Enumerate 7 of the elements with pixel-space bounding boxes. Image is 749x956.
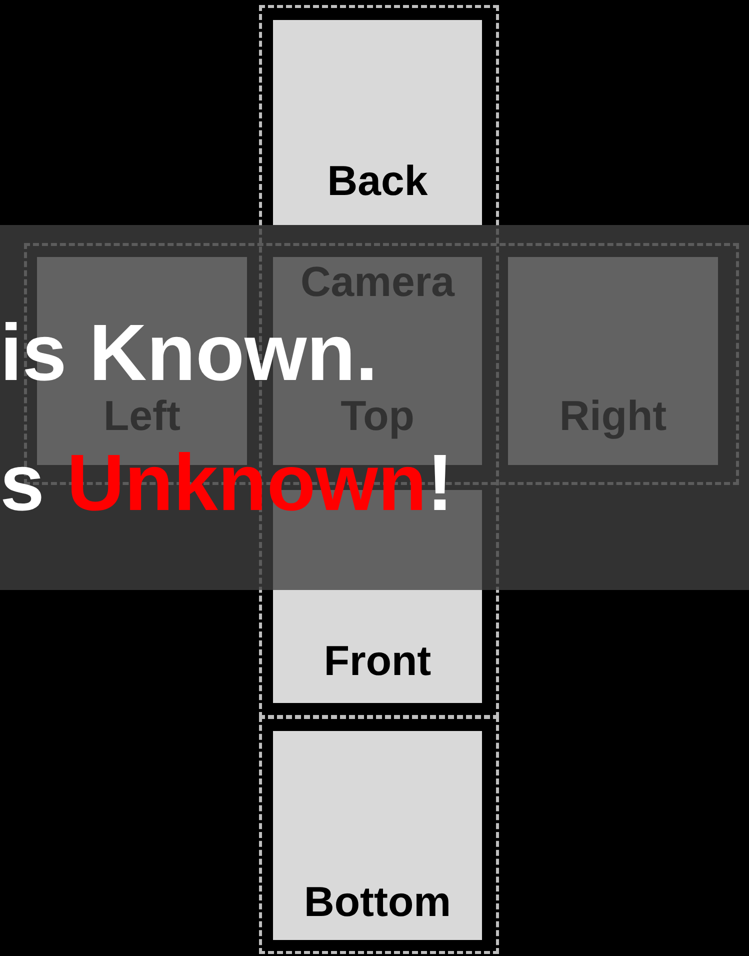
face-label: Bottom [303,881,452,923]
face-label: Front [322,640,432,682]
banner-text: is Known. [0,313,378,393]
face-label: Back [326,160,429,202]
face-square [273,731,482,940]
face-square [273,20,482,225]
banner-text: s Unknown! [0,443,454,523]
